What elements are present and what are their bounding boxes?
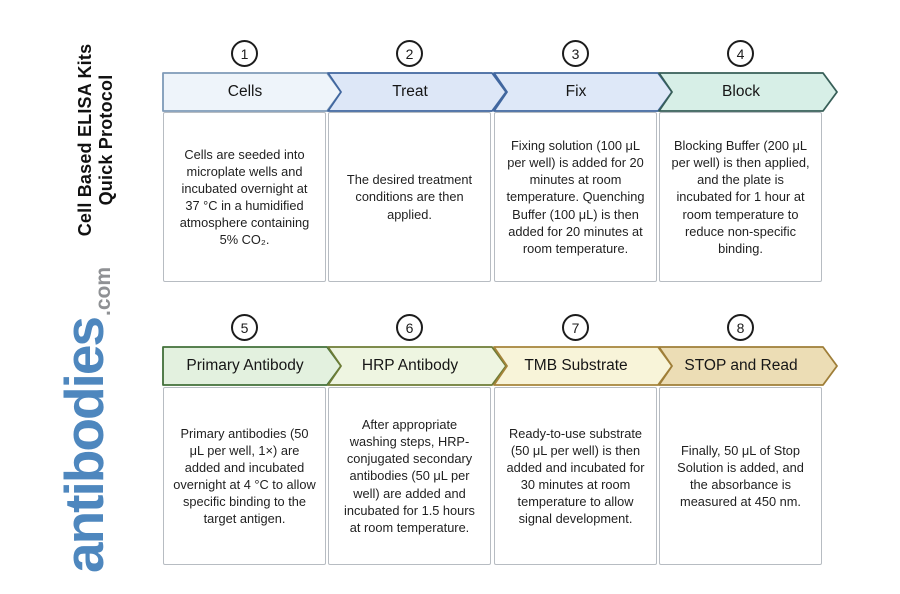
step-5: 5 Primary Antibody Primary antibodies (5…	[162, 314, 342, 566]
step-arrow-shape	[162, 346, 342, 386]
step-arrow	[327, 346, 507, 386]
protocol-flow: 1 Cells Cells are seeded into microplate…	[162, 0, 862, 594]
step-number-circle: 4	[727, 40, 754, 67]
step-description: Cells are seeded into microplate wells a…	[163, 112, 326, 282]
step-number-circle: 5	[231, 314, 258, 341]
step-arrow-shape	[327, 346, 507, 386]
step-2: 2 Treat The desired treatment conditions…	[327, 40, 507, 283]
step-number-circle: 8	[727, 314, 754, 341]
step-arrow-shape	[493, 346, 673, 386]
step-arrow	[658, 346, 838, 386]
step-number-circle: 6	[396, 314, 423, 341]
step-3: 3 Fix Fixing solution (100 μL per well) …	[493, 40, 673, 283]
step-6: 6 HRP Antibody After appropriate washing…	[327, 314, 507, 566]
step-arrow-shape	[162, 72, 342, 112]
step-arrow-shape	[658, 346, 838, 386]
step-arrow	[493, 346, 673, 386]
step-description: Ready-to-use substrate (50 μL per well) …	[494, 387, 657, 565]
protocol-row-2: 5 Primary Antibody Primary antibodies (5…	[162, 314, 862, 566]
brand-logo-suffix: .com	[92, 266, 115, 316]
brand-logo-text: antibodies	[53, 317, 115, 574]
step-arrow	[493, 72, 673, 112]
step-arrow-shape	[658, 72, 838, 112]
step-number-circle: 1	[231, 40, 258, 67]
step-description: Blocking Buffer (200 μL per well) is the…	[659, 112, 822, 282]
step-description: Finally, 50 μL of Stop Solution is added…	[659, 387, 822, 565]
page-title: Cell Based ELISA Kits Quick Protocol	[75, 44, 117, 237]
step-description: Primary antibodies (50 μL per well, 1×) …	[163, 387, 326, 565]
step-number-circle: 7	[562, 314, 589, 341]
step-8: 8 STOP and Read Finally, 50 μL of Stop S…	[658, 314, 838, 566]
step-arrow	[327, 72, 507, 112]
step-description: The desired treatment conditions are the…	[328, 112, 491, 282]
step-number-circle: 3	[562, 40, 589, 67]
step-arrow-shape	[327, 72, 507, 112]
step-description: Fixing solution (100 μL per well) is add…	[494, 112, 657, 282]
step-arrow	[658, 72, 838, 112]
step-arrow	[162, 346, 342, 386]
step-arrow-shape	[493, 72, 673, 112]
brand-logo: antibodies .com	[52, 267, 116, 573]
step-description: After appropriate washing steps, HRP-con…	[328, 387, 491, 565]
page-title-line2: Quick Protocol	[96, 74, 116, 206]
step-7: 7 TMB Substrate Ready-to-use substrate (…	[493, 314, 673, 566]
page-title-line1: Cell Based ELISA Kits	[74, 43, 95, 237]
step-arrow	[162, 72, 342, 112]
step-4: 4 Block Blocking Buffer (200 μL per well…	[658, 40, 838, 283]
step-number-circle: 2	[396, 40, 423, 67]
protocol-row-1: 1 Cells Cells are seeded into microplate…	[162, 40, 862, 283]
step-1: 1 Cells Cells are seeded into microplate…	[162, 40, 342, 283]
